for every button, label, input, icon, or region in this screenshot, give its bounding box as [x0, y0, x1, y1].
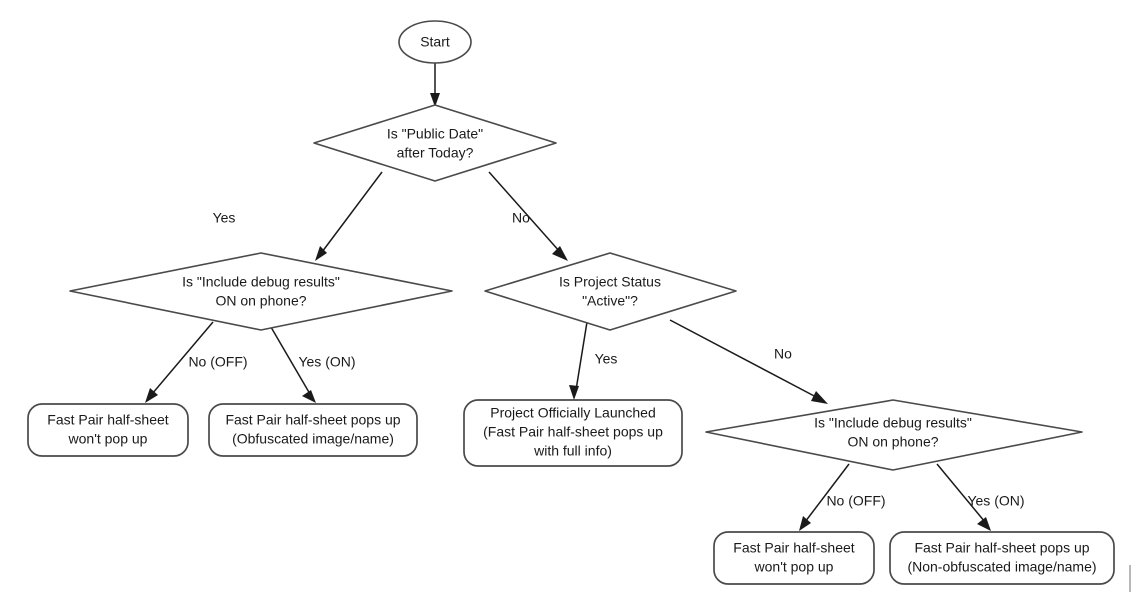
node-non-obfuscated-popup[interactable]: Fast Pair half-sheet pops up (Non-obfusc…	[889, 531, 1115, 585]
edge-debug-right-yes: Yes (ON)	[936, 463, 1025, 531]
arrow-head	[302, 390, 316, 403]
edge-debug-right-no: No (OFF)	[799, 463, 886, 531]
edge-label-yes-on-left: Yes (ON)	[298, 354, 355, 370]
edge-label-yes-on-right: Yes (ON)	[967, 493, 1024, 509]
obfuscated-line-2: (Obfuscated image/name)	[232, 431, 394, 447]
arrow-head	[315, 246, 327, 261]
edge-line	[321, 171, 383, 253]
obfuscated-popup-box[interactable]	[208, 403, 418, 457]
edge-line	[669, 319, 819, 399]
node-obfuscated-popup[interactable]: Fast Pair half-sheet pops up (Obfuscated…	[208, 403, 418, 457]
edge-label-yes: Yes	[213, 210, 236, 226]
no-popup-left-box[interactable]	[27, 403, 189, 457]
edge-line	[575, 321, 588, 391]
node-project-status-decision[interactable]: Is Project Status "Active"?	[484, 252, 737, 331]
edge-line	[804, 463, 850, 523]
node-debug-results-decision-left[interactable]: Is "Include debug results" ON on phone?	[69, 252, 453, 331]
debug-left-line-2: ON on phone?	[215, 293, 306, 309]
public-date-diamond[interactable]	[313, 104, 557, 182]
edge-line	[267, 321, 311, 395]
launched-line-2: (Fast Pair half-sheet pops up	[483, 424, 663, 440]
no-popup-right-line-2: won't pop up	[754, 559, 834, 575]
edge-label-no: No	[512, 210, 530, 226]
edge-debug-left-yes: Yes (ON)	[267, 321, 356, 403]
edge-label-no-off-left: No (OFF)	[188, 354, 247, 370]
project-status-diamond[interactable]	[484, 252, 737, 331]
edge-label-no-off-right: No (OFF)	[826, 493, 885, 509]
edge-project-status-yes: Yes	[569, 321, 618, 400]
arrow-head	[569, 385, 579, 400]
debug-right-line-1: Is "Include debug results"	[814, 415, 972, 431]
edge-group: Yes No No (OFF) Yes (ON)	[145, 63, 1025, 531]
debug-left-line-1: Is "Include debug results"	[182, 274, 340, 290]
edge-label-yes-launch: Yes	[595, 351, 618, 367]
edge-public-date-no: No	[488, 171, 568, 261]
arrow-head	[430, 93, 440, 107]
arrow-head	[145, 388, 158, 403]
launched-line-1: Project Officially Launched	[490, 405, 656, 421]
debug-left-diamond[interactable]	[69, 252, 453, 331]
launched-line-3: with full info)	[533, 443, 612, 459]
node-public-date-decision[interactable]: Is "Public Date" after Today?	[313, 104, 557, 182]
arrow-head	[811, 391, 828, 404]
arrow-head	[799, 516, 811, 531]
no-popup-left-line-1: Fast Pair half-sheet	[47, 412, 168, 428]
no-popup-left-line-2: won't pop up	[68, 431, 148, 447]
debug-right-line-2: ON on phone?	[847, 434, 938, 450]
node-project-officially-launched[interactable]: Project Officially Launched (Fast Pair h…	[463, 399, 683, 467]
edge-line	[488, 171, 561, 253]
start-label: Start	[420, 34, 450, 50]
edge-project-status-no: No	[669, 319, 828, 404]
project-status-line-1: Is Project Status	[559, 274, 661, 290]
start-ellipse[interactable]	[398, 20, 472, 64]
arrow-head	[552, 246, 568, 261]
edge-start-to-public-date	[430, 63, 440, 107]
node-no-popup-right[interactable]: Fast Pair half-sheet won't pop up	[713, 531, 875, 585]
edge-label-no-right: No	[774, 346, 792, 362]
launched-box[interactable]	[463, 399, 683, 467]
non-obfuscated-line-2: (Non-obfuscated image/name)	[907, 559, 1096, 575]
node-start[interactable]: Start	[398, 20, 472, 64]
edge-debug-left-no: No (OFF)	[145, 321, 248, 403]
non-obfuscated-popup-box[interactable]	[889, 531, 1115, 585]
edge-public-date-yes: Yes	[213, 171, 383, 261]
non-obfuscated-line-1: Fast Pair half-sheet pops up	[914, 540, 1089, 556]
arrow-head	[977, 517, 991, 531]
edge-line	[151, 321, 214, 395]
node-debug-results-decision-right[interactable]: Is "Include debug results" ON on phone?	[705, 399, 1083, 471]
debug-right-diamond[interactable]	[705, 399, 1083, 471]
public-date-line-1: Is "Public Date"	[387, 126, 483, 142]
project-status-line-2: "Active"?	[582, 293, 638, 309]
no-popup-right-line-1: Fast Pair half-sheet	[733, 540, 854, 556]
no-popup-right-box[interactable]	[713, 531, 875, 585]
node-no-popup-left[interactable]: Fast Pair half-sheet won't pop up	[27, 403, 189, 457]
public-date-line-2: after Today?	[397, 145, 474, 161]
obfuscated-line-1: Fast Pair half-sheet pops up	[225, 412, 400, 428]
edge-line	[936, 463, 986, 523]
